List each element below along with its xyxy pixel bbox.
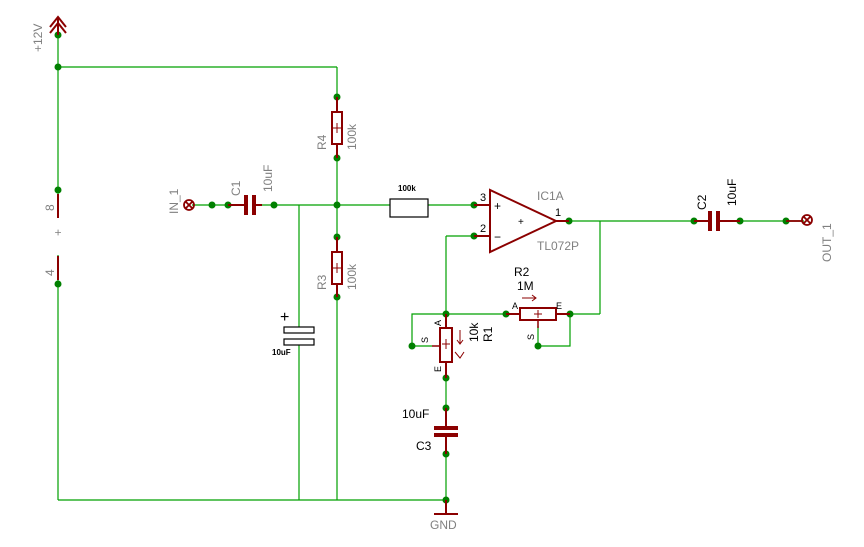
input-connector xyxy=(183,199,195,211)
power-pin-4: 4 xyxy=(43,269,57,276)
r1-pin-a: A xyxy=(433,320,443,326)
junctions xyxy=(54,31,790,504)
junction xyxy=(408,342,416,350)
resistor-r4 xyxy=(331,97,343,158)
resistor-series xyxy=(389,198,429,218)
series-resistor-value: 100k xyxy=(398,184,416,193)
output-label: OUT_1 xyxy=(820,223,834,262)
r2-pin-e: E xyxy=(556,301,562,311)
capacitor-c1 xyxy=(228,195,262,215)
output-connector xyxy=(786,214,813,226)
potentiometer-r2 xyxy=(506,294,570,328)
bias-cap-plus: + xyxy=(280,309,289,326)
ground-symbol xyxy=(434,500,458,515)
input-label: IN_1 xyxy=(167,188,181,214)
junction xyxy=(270,201,278,209)
opamp-value: TL072P xyxy=(537,239,579,253)
c3-name: C3 xyxy=(416,439,432,453)
capacitor-c3 xyxy=(434,408,458,454)
r1-pin-e: E xyxy=(433,366,443,372)
junction xyxy=(54,186,62,194)
r4-name: R4 xyxy=(315,134,329,150)
supply-label: +12V xyxy=(31,24,45,52)
r4-value: 100k xyxy=(345,123,359,150)
potentiometer-r1 xyxy=(432,314,465,378)
power-pin-8: 8 xyxy=(43,204,57,211)
junction xyxy=(54,280,62,288)
junction xyxy=(534,342,542,350)
opamp-ic1a xyxy=(474,188,569,254)
r1-pin-s: S xyxy=(420,337,430,343)
wire-r1-wiper xyxy=(411,313,446,347)
c1-value: 10uF xyxy=(261,165,275,192)
c3-value: 10uF xyxy=(402,407,429,421)
r1-value: 10k xyxy=(467,322,481,342)
junction xyxy=(333,201,341,209)
wire-r2-wiper xyxy=(537,314,571,347)
ground-label: GND xyxy=(430,518,457,532)
opamp-pin-1: 1 xyxy=(555,207,561,219)
opamp-minus-sign: − xyxy=(494,230,501,244)
r2-pin-s: S xyxy=(526,334,536,340)
junction xyxy=(208,201,216,209)
capacitor-c2 xyxy=(694,211,740,231)
opamp-pin-2: 2 xyxy=(480,223,486,235)
opamp-plus-sign: + xyxy=(494,199,501,213)
power-pin-plus: + xyxy=(51,229,65,236)
capacitor-bias xyxy=(283,326,315,346)
c2-name: C2 xyxy=(695,194,709,210)
resistor-r3 xyxy=(331,237,343,297)
r2-pin-a: A xyxy=(512,301,518,311)
supply-symbol xyxy=(49,15,67,35)
opamp-center-plus: + xyxy=(518,217,524,228)
r2-value: 1M xyxy=(517,279,534,293)
r3-name: R3 xyxy=(315,274,329,290)
r3-value: 100k xyxy=(345,263,359,290)
c2-value: 10uF xyxy=(725,179,739,206)
bias-cap-value: 10uF xyxy=(272,348,291,357)
c1-name: C1 xyxy=(229,180,243,196)
junction xyxy=(54,63,62,71)
r2-name: R2 xyxy=(514,265,530,279)
opamp-pin-3: 3 xyxy=(480,192,486,204)
r1-name: R1 xyxy=(481,326,495,342)
opamp-name: IC1A xyxy=(537,189,564,203)
